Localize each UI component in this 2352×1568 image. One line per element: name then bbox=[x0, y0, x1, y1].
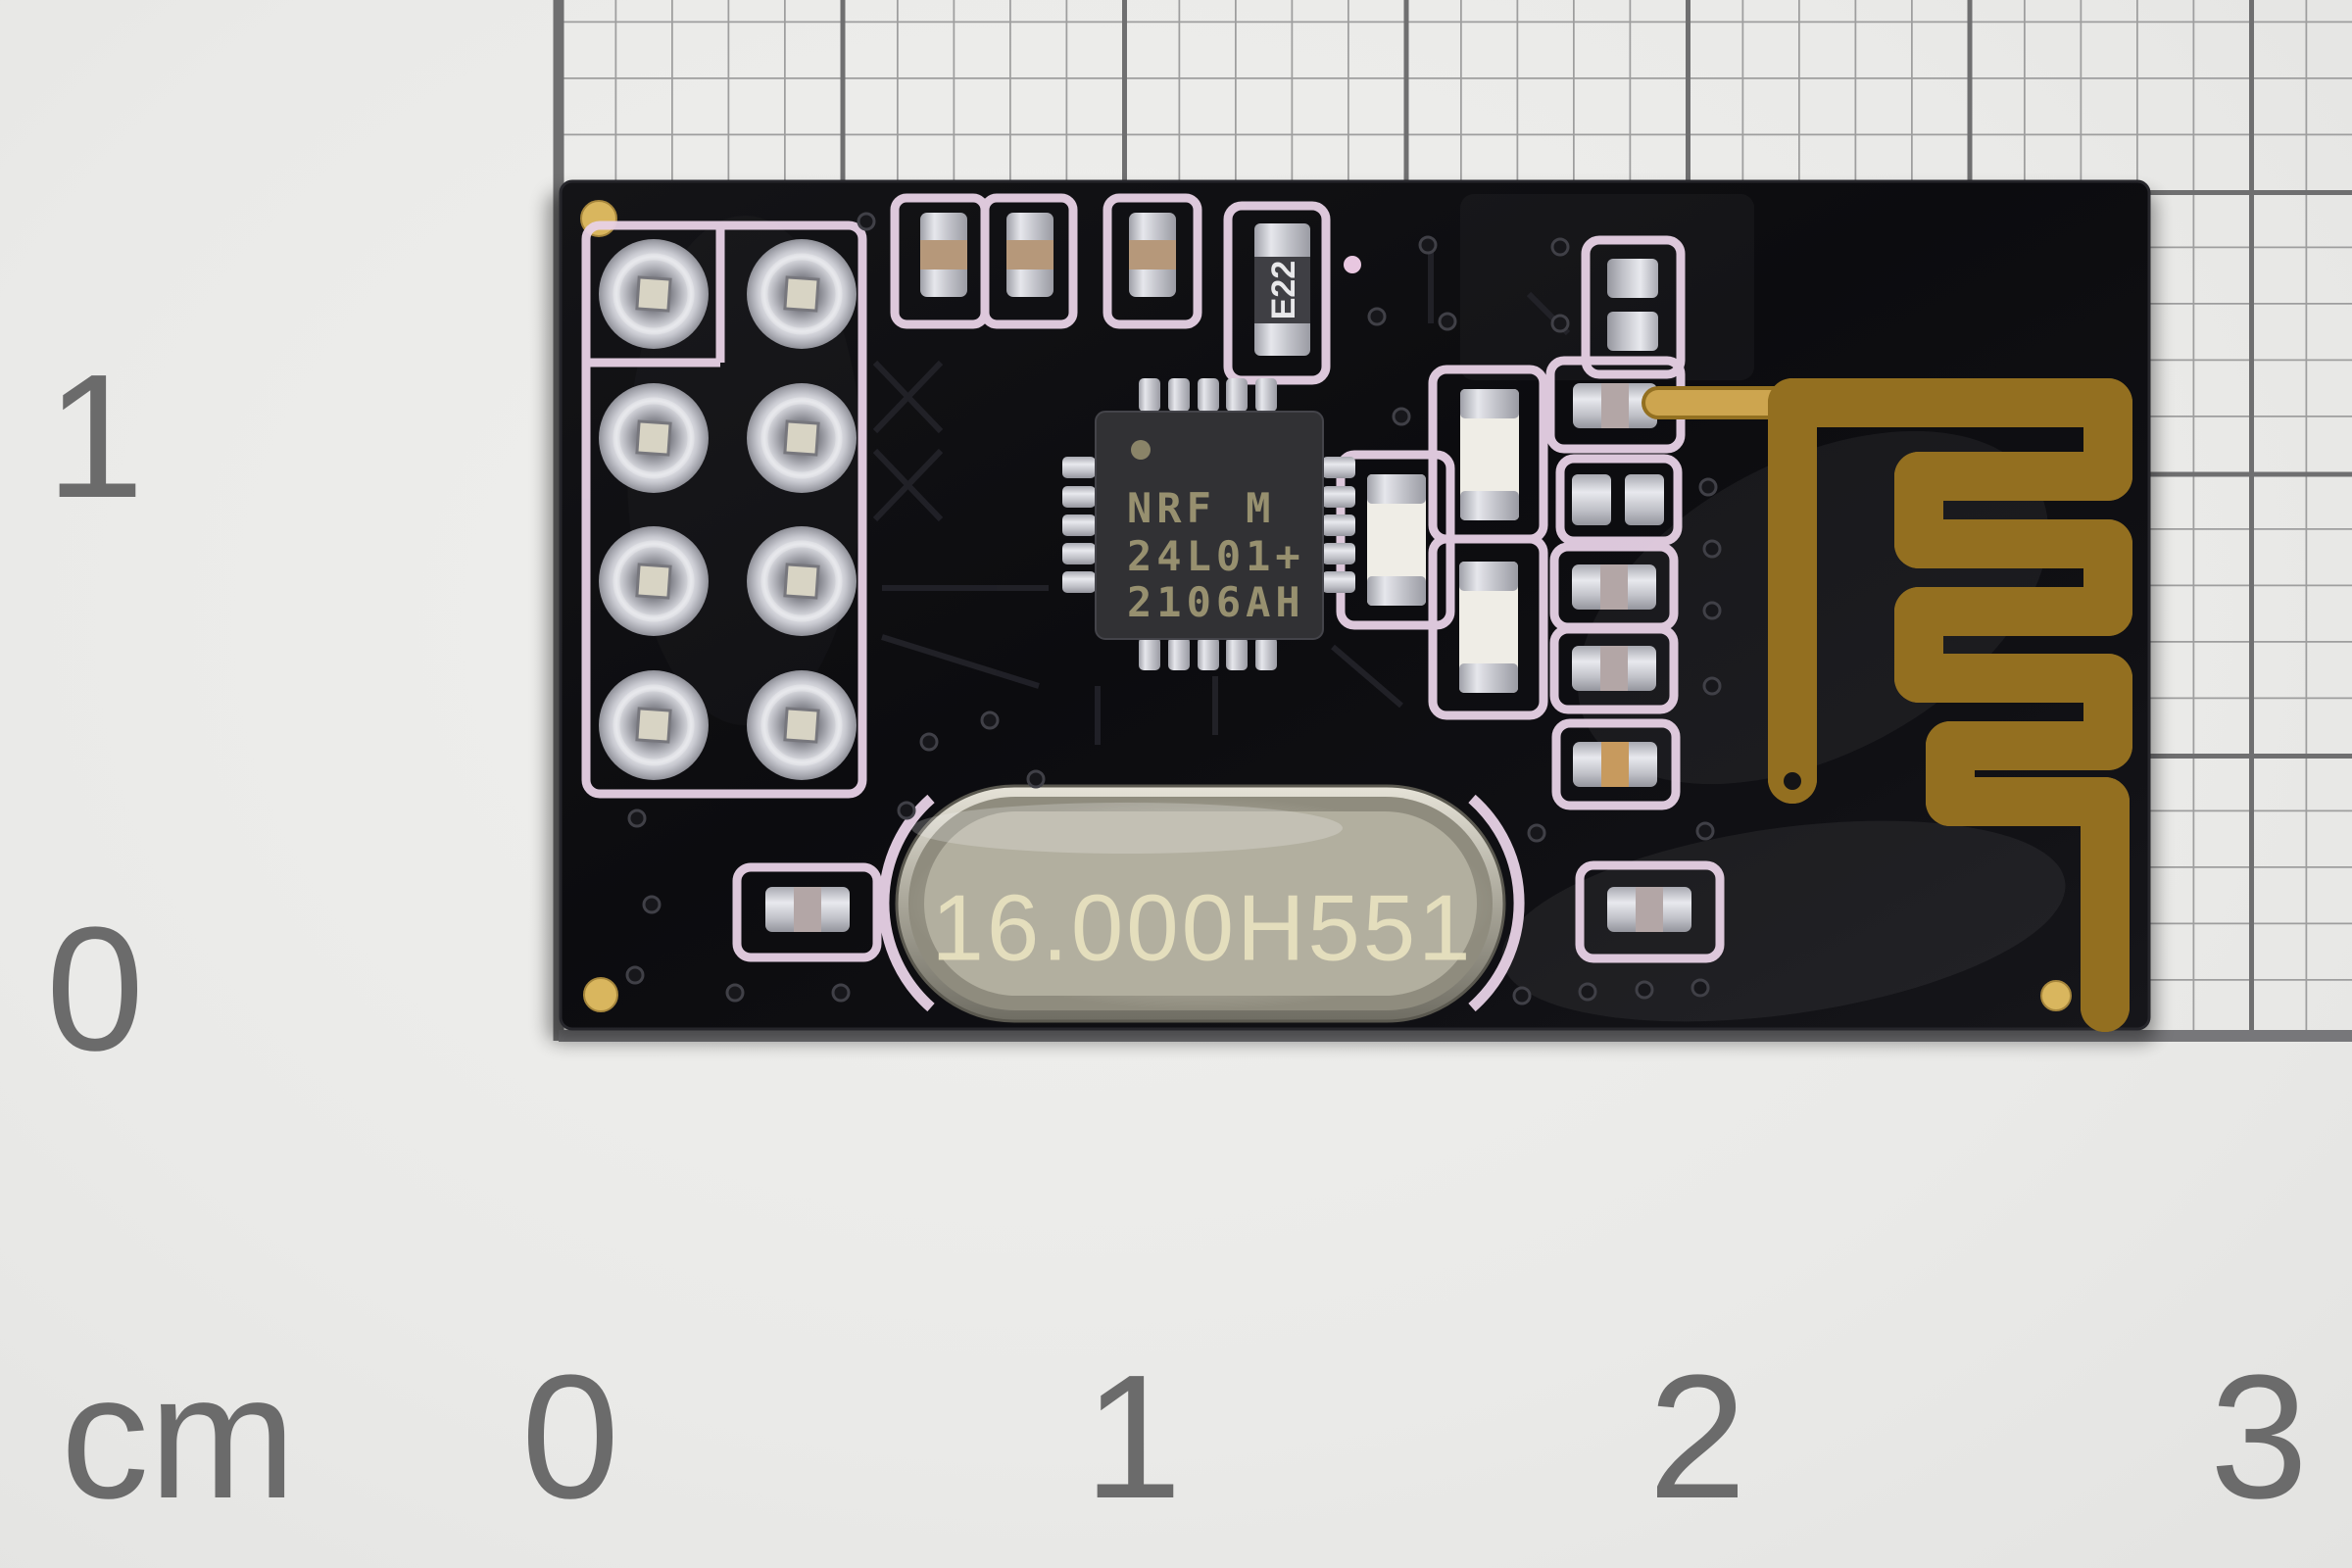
gold-fiducials bbox=[580, 200, 2072, 1012]
pin-dome bbox=[747, 670, 857, 780]
resistor-white bbox=[1367, 474, 1426, 606]
circuit-traces bbox=[872, 245, 1571, 745]
capacitor-small bbox=[1607, 887, 1691, 932]
bottom-ruler-label-1: 1 bbox=[1083, 1339, 1183, 1536]
crystal-oscillator: 16.000H551 bbox=[895, 784, 1506, 1023]
header-outline bbox=[581, 220, 867, 799]
fiducial-bottom-left bbox=[583, 977, 618, 1012]
pin-dome bbox=[599, 670, 709, 780]
inductor-marking: E22 bbox=[1265, 261, 1302, 320]
capacitor bbox=[920, 213, 967, 297]
crystal-marking: 16.000H551 bbox=[931, 876, 1473, 981]
capacitor bbox=[1006, 213, 1054, 297]
chip-marking-line3: 2106AH bbox=[1127, 578, 1305, 626]
silkscreen bbox=[581, 193, 1725, 1012]
fiducial-bottom-right bbox=[2040, 980, 2072, 1011]
resistor-white bbox=[1460, 389, 1519, 520]
silkscreen-dot bbox=[1344, 256, 1361, 273]
bottom-ruler-label-2: 2 bbox=[1647, 1339, 1747, 1536]
capacitor-small bbox=[1573, 742, 1657, 787]
antenna-via-hole bbox=[1784, 772, 1801, 790]
pin-dome bbox=[599, 383, 709, 493]
ruler-unit-label: cm bbox=[61, 1339, 296, 1536]
chip-logo-dot bbox=[1131, 440, 1151, 460]
nrf-chip: NRF M 24L01+ 2106AH bbox=[1062, 378, 1355, 670]
chip-marking-line1: NRF M bbox=[1127, 484, 1275, 532]
pin-dome bbox=[747, 239, 857, 349]
pin1-partition bbox=[586, 227, 725, 368]
capacitor-small bbox=[765, 887, 850, 932]
crystal-silkscreen-arc-left bbox=[878, 794, 935, 1012]
crystal-silkscreen-arc-right bbox=[1468, 794, 1525, 1012]
capacitor bbox=[1129, 213, 1176, 297]
chip-marking-line2: 24L01+ bbox=[1127, 532, 1305, 580]
pin-dome bbox=[599, 526, 709, 636]
pcb-antenna bbox=[1642, 378, 2132, 1032]
capacitor-small bbox=[1572, 564, 1656, 610]
inductor-outline bbox=[1223, 201, 1331, 385]
pin-dome bbox=[747, 526, 857, 636]
pcb-module: E22 NRF M 24L01+ 2106AH bbox=[559, 179, 2151, 1032]
resistor-white bbox=[1459, 562, 1518, 693]
chip-marking: NRF M 24L01+ 2106AH bbox=[1127, 484, 1305, 626]
inductor-e22: E22 bbox=[1254, 223, 1310, 356]
bottom-ruler-label-3: 3 bbox=[2209, 1339, 2309, 1536]
pin-dome bbox=[747, 383, 857, 493]
chip-body bbox=[1095, 411, 1324, 640]
capacitor-small bbox=[1572, 646, 1656, 691]
bottom-ruler-label-0: 0 bbox=[520, 1339, 620, 1536]
left-ruler-label-1: 1 bbox=[45, 338, 145, 535]
pin-dome bbox=[599, 239, 709, 349]
left-ruler-label-0: 0 bbox=[45, 891, 145, 1088]
